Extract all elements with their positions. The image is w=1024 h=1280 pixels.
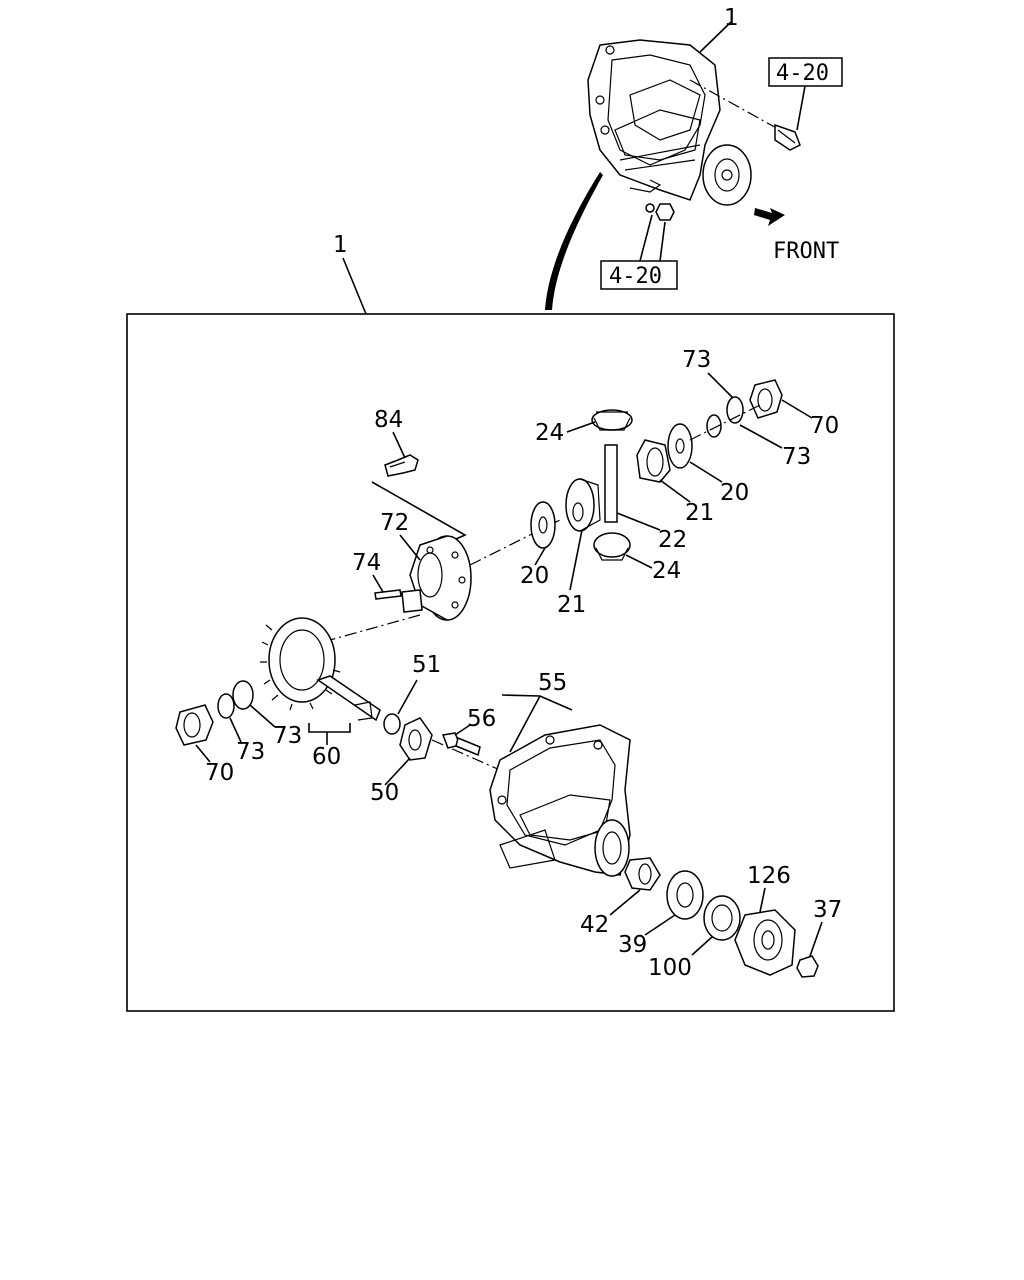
top-callout-1: 1 (724, 5, 739, 31)
spacer-42 (624, 857, 661, 891)
callout-22: 22 (658, 527, 687, 553)
callout-21-right: 21 (685, 500, 714, 526)
bolt-56-icon (441, 732, 481, 757)
callout-72: 72 (380, 510, 409, 536)
ring-pinion-gear-60 (260, 617, 381, 722)
callout-73-left-b: 73 (273, 723, 302, 749)
bearing-70-left (175, 704, 214, 746)
ref-box-top (768, 57, 843, 87)
bearing-39 (666, 870, 704, 920)
front-label: FRONT (773, 239, 839, 264)
callout-73-left-a: 73 (236, 739, 265, 765)
shim-73-top-a (726, 396, 744, 424)
callout-70-left: 70 (205, 760, 234, 786)
callout-24-top: 24 (535, 420, 564, 446)
callout-37: 37 (813, 897, 842, 923)
thrust-washer-20-right (667, 423, 693, 469)
pinion-gear-24-top-icon (591, 409, 633, 431)
pin-74-icon (374, 589, 402, 600)
ref-box-bottom (600, 260, 678, 290)
ref-label-top: 4-20 (776, 61, 829, 86)
callout-42: 42 (580, 912, 609, 938)
differential-case-72 (401, 535, 472, 621)
companion-flange-126 (734, 909, 796, 976)
detail-callout-1: 1 (333, 232, 348, 258)
callout-50: 50 (370, 780, 399, 806)
callout-100: 100 (648, 955, 692, 981)
bearing-70-top (749, 379, 783, 419)
callout-55: 55 (538, 670, 567, 696)
shim-73-left-b (232, 680, 254, 710)
nut-washer-icon (629, 179, 675, 221)
ref-label-bottom: 4-20 (609, 264, 662, 289)
callout-84: 84 (374, 407, 403, 433)
front-arrow-icon (754, 208, 785, 226)
callout-73-top-b: 73 (782, 444, 811, 470)
housing-bolt-icon (689, 79, 801, 151)
side-gear-21-right (636, 439, 671, 483)
callout-20-left: 20 (520, 563, 549, 589)
callout-73-top-a: 73 (682, 347, 711, 373)
side-gear-21-left (565, 478, 601, 532)
callout-21-left: 21 (557, 592, 586, 618)
nut-37-icon (796, 955, 819, 978)
carrier-housing-55 (489, 724, 631, 877)
pinion-gear-24-bottom-icon (593, 532, 631, 561)
pinion-shaft-22 (604, 444, 618, 523)
detail-pointer-arrow (545, 172, 603, 310)
assembled-housing-illustration (587, 39, 752, 206)
callout-51: 51 (412, 652, 441, 678)
thrust-washer-20-left (530, 501, 556, 549)
callout-74: 74 (352, 550, 381, 576)
callout-56: 56 (467, 706, 496, 732)
callout-39: 39 (618, 932, 647, 958)
detail-frame (126, 313, 895, 1012)
shim-73-left-a (217, 693, 235, 719)
shim-73-top-b (706, 414, 722, 438)
spacer-51 (383, 713, 401, 735)
callout-126: 126 (747, 863, 791, 889)
bolt-84-icon (384, 454, 419, 477)
oil-seal-100 (703, 895, 741, 941)
callout-24-bottom: 24 (652, 558, 681, 584)
bearing-50 (399, 717, 433, 761)
callout-20-right: 20 (720, 480, 749, 506)
callout-70-top: 70 (810, 413, 839, 439)
callout-60: 60 (312, 744, 341, 770)
